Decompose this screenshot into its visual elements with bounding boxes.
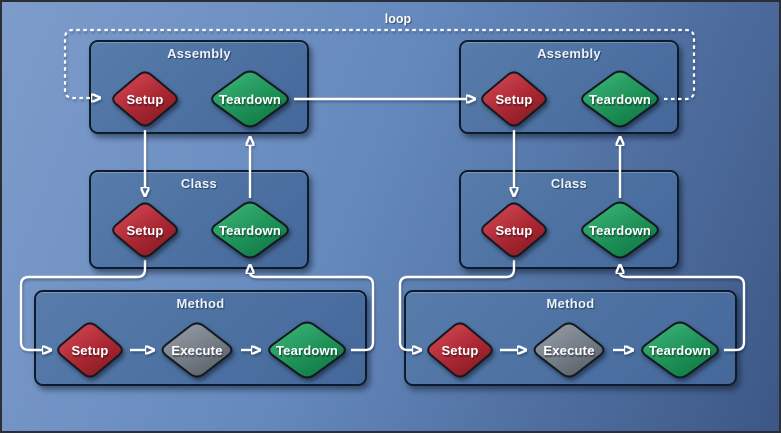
method-left-execute-diamond: Execute	[157, 319, 237, 381]
diamond-shape	[108, 199, 182, 261]
diamond-shape	[157, 319, 237, 381]
loop-label: loop	[384, 12, 412, 26]
method-left-setup-diamond: Setup	[53, 319, 127, 381]
diamond-label: Execute	[171, 342, 223, 358]
diamond-label: Setup	[495, 222, 533, 238]
diamond-shape	[206, 67, 294, 131]
diamond-shape	[53, 319, 127, 381]
diamond-shape	[477, 199, 551, 261]
group-title: Class	[180, 176, 218, 191]
diamond-shape	[529, 319, 609, 381]
diamond-label: Teardown	[588, 222, 652, 238]
diamond-label: Execute	[543, 342, 595, 358]
diamond-shape	[477, 68, 551, 130]
group-title: Class	[550, 176, 588, 191]
diamond-shape	[576, 198, 664, 262]
assembly-right-teardown-diamond: Teardown	[576, 67, 664, 131]
diamond-shape	[263, 318, 351, 382]
assembly-left-setup-diamond: Setup	[108, 68, 182, 130]
group-title: Method	[546, 296, 595, 311]
diamond-label: Setup	[495, 91, 533, 107]
class-right-setup-diamond: Setup	[477, 199, 551, 261]
diamond-label: Setup	[71, 342, 109, 358]
diamond-shape	[423, 319, 497, 381]
diamond-label: Setup	[126, 222, 164, 238]
group-title: Assembly	[537, 46, 601, 61]
class-right-teardown-diamond: Teardown	[576, 198, 664, 262]
assembly-right-setup-diamond: Setup	[477, 68, 551, 130]
method-left-teardown-diamond: Teardown	[263, 318, 351, 382]
diamond-label: Teardown	[588, 91, 652, 107]
group-title: Method	[176, 296, 225, 311]
class-left-setup-diamond: Setup	[108, 199, 182, 261]
assembly-left-teardown-diamond: Teardown	[206, 67, 294, 131]
diamond-label: Setup	[441, 342, 479, 358]
diamond-label: Teardown	[648, 342, 712, 358]
diamond-label: Setup	[126, 91, 164, 107]
group-title: Assembly	[167, 46, 231, 61]
diamond-shape	[576, 67, 664, 131]
method-right-teardown-diamond: Teardown	[636, 318, 724, 382]
method-right-execute-diamond: Execute	[529, 319, 609, 381]
class-left-teardown-diamond: Teardown	[206, 198, 294, 262]
method-right-setup-diamond: Setup	[423, 319, 497, 381]
diamond-label: Teardown	[218, 91, 282, 107]
diamond-shape	[636, 318, 724, 382]
diamond-label: Teardown	[218, 222, 282, 238]
diamond-label: Teardown	[275, 342, 339, 358]
diamond-shape	[108, 68, 182, 130]
diamond-shape	[206, 198, 294, 262]
